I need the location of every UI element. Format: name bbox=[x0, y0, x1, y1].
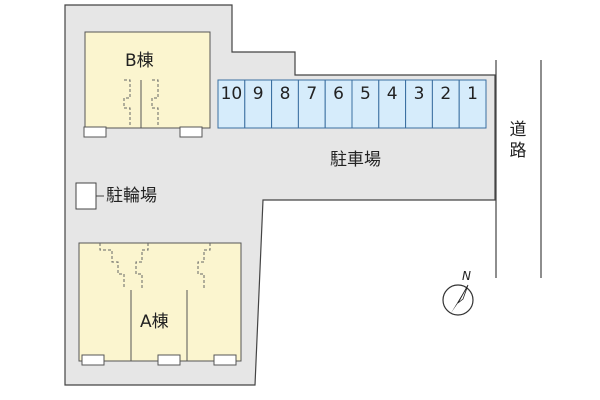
parking-space-2 bbox=[431, 79, 460, 129]
parking-spaces bbox=[217, 79, 487, 129]
parking-space-1 bbox=[458, 79, 487, 129]
b-building-step-right bbox=[179, 126, 203, 138]
parking-space-label-9: 9 bbox=[252, 84, 264, 104]
parking-space-label-6: 6 bbox=[333, 84, 344, 104]
parking-space-label-10: 10 bbox=[220, 84, 243, 104]
parking-lot-label: 駐車場 bbox=[330, 150, 381, 170]
parking-space-label-2: 2 bbox=[440, 84, 452, 104]
parking-space-9 bbox=[244, 79, 273, 129]
bicycle-parking-label: 駐輪場 bbox=[106, 186, 157, 206]
parking-space-label-5: 5 bbox=[359, 84, 371, 104]
north-label: N bbox=[462, 269, 471, 283]
b-building bbox=[83, 31, 211, 138]
a-building-label: A棟 bbox=[140, 312, 169, 332]
a-building-step-2 bbox=[157, 354, 181, 366]
parking-space-6 bbox=[324, 79, 353, 129]
a-building bbox=[78, 242, 242, 366]
road-label: 道 路 bbox=[509, 120, 527, 161]
parking-space-8 bbox=[271, 79, 299, 129]
a-building-step-1 bbox=[81, 354, 105, 366]
parking-space-label-7: 7 bbox=[306, 84, 318, 104]
parking-space-5 bbox=[351, 79, 380, 129]
bicycle-parking-box bbox=[75, 182, 97, 210]
parking-space-4 bbox=[378, 79, 407, 129]
b-building-step-left bbox=[83, 126, 107, 138]
parking-space-label-8: 8 bbox=[279, 84, 291, 104]
parking-space-label-4: 4 bbox=[386, 84, 398, 104]
parking-space-label-1: 1 bbox=[467, 84, 478, 104]
parking-space-label-3: 3 bbox=[413, 84, 425, 104]
north-compass-icon bbox=[442, 284, 474, 316]
a-building-step-3 bbox=[213, 354, 237, 366]
b-building-label: B棟 bbox=[125, 51, 154, 71]
parking-space-3 bbox=[405, 79, 433, 129]
